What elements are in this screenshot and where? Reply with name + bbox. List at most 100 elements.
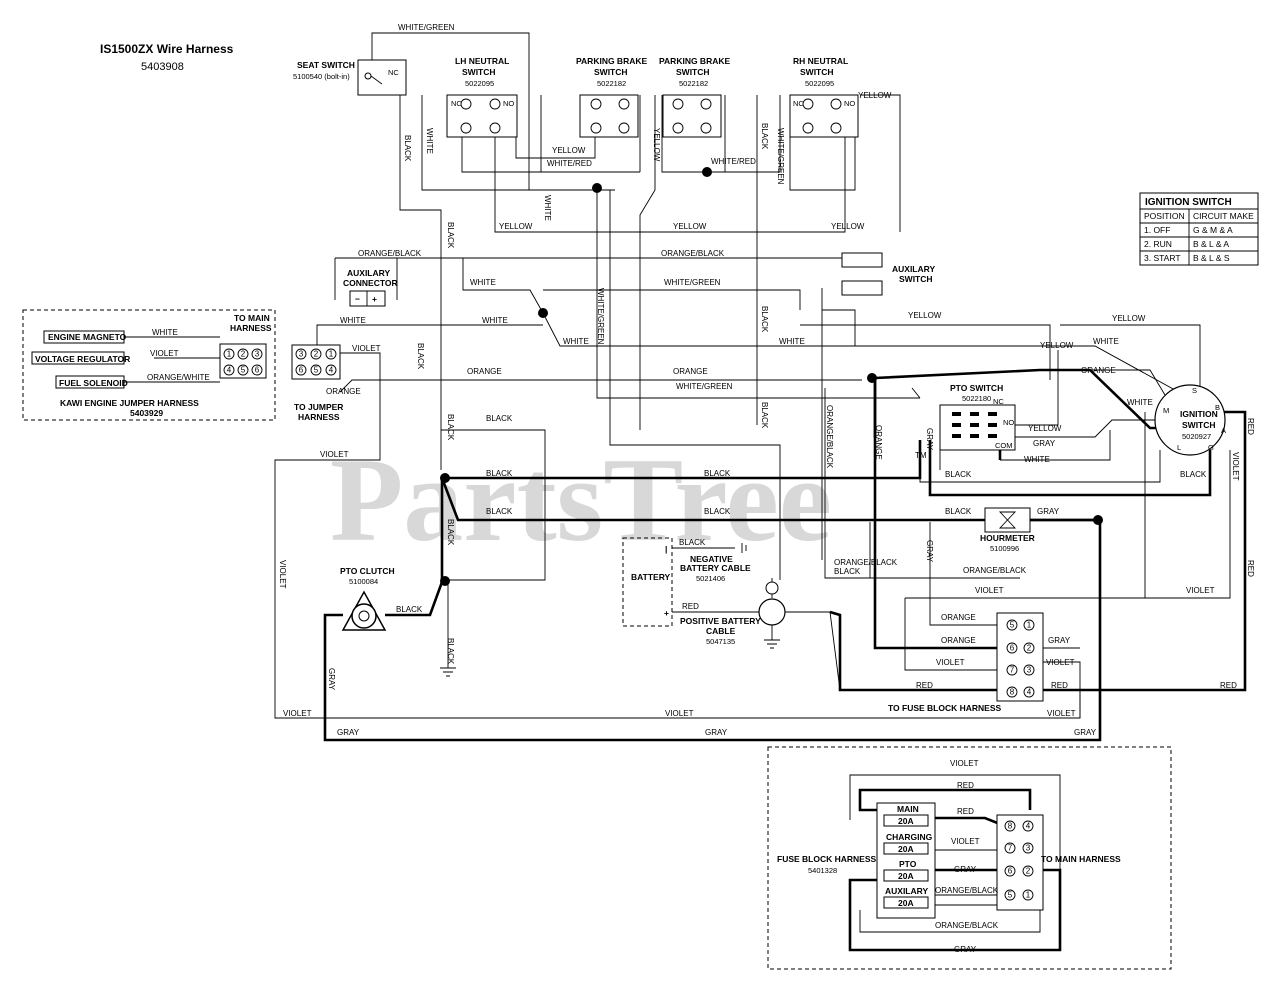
svg-text:WHITE/GREEN: WHITE/GREEN (596, 288, 605, 345)
svg-text:6: 6 (299, 366, 304, 375)
svg-text:BLACK: BLACK (760, 306, 769, 333)
parking-brake-switch-1: PARKING BRAKE SWITCH 5022182 (576, 56, 647, 138)
svg-text:LH NEUTRAL: LH NEUTRAL (455, 56, 509, 66)
svg-text:WHITE: WHITE (1093, 337, 1119, 346)
svg-text:20A: 20A (898, 871, 914, 881)
svg-text:2: 2 (314, 350, 319, 359)
svg-text:FUEL SOLENOID: FUEL SOLENOID (59, 378, 128, 388)
svg-text:WHITE/GREEN: WHITE/GREEN (676, 382, 733, 391)
svg-text:CABLE: CABLE (706, 626, 736, 636)
svg-text:ORANGE: ORANGE (467, 367, 502, 376)
svg-text:POSITIVE BATTERY: POSITIVE BATTERY (680, 616, 761, 626)
svg-text:RED: RED (1051, 681, 1068, 690)
kawi-jumper-harness: ENGINE MAGNETO VOLTAGE REGULATOR FUEL SO… (22, 309, 276, 421)
svg-text:4: 4 (1027, 688, 1032, 697)
svg-text:−: − (355, 294, 360, 304)
svg-text:GRAY: GRAY (337, 728, 360, 737)
svg-text:20A: 20A (898, 844, 914, 854)
fuse-block-harness: MAIN 20A CHARGING 20A PTO 20A AUXILARY 2… (767, 746, 1172, 970)
svg-text:YELLOW: YELLOW (499, 222, 533, 231)
svg-text:VIOLET: VIOLET (936, 658, 965, 667)
svg-text:GRAY: GRAY (954, 945, 977, 954)
auxilary-connector: − + AUXILARY CONNECTOR (343, 268, 398, 307)
svg-text:5: 5 (1010, 621, 1015, 630)
svg-text:TO FUSE BLOCK HARNESS: TO FUSE BLOCK HARNESS (888, 703, 1002, 713)
svg-text:MAIN: MAIN (897, 804, 919, 814)
svg-text:ORANGE/BLACK: ORANGE/BLACK (661, 249, 725, 258)
svg-text:VIOLET: VIOLET (278, 560, 287, 589)
svg-text:VIOLET: VIOLET (950, 759, 979, 768)
svg-text:VIOLET: VIOLET (1046, 658, 1075, 667)
svg-text:5022180: 5022180 (962, 394, 991, 403)
svg-text:5: 5 (241, 366, 246, 375)
junctions (440, 167, 1103, 586)
svg-text:TO MAIN HARNESS: TO MAIN HARNESS (1041, 854, 1121, 864)
svg-text:WHITE: WHITE (482, 316, 508, 325)
svg-text:5403929: 5403929 (130, 408, 163, 418)
svg-text:BLACK: BLACK (403, 135, 412, 162)
svg-text:SWITCH: SWITCH (899, 274, 933, 284)
svg-text:WHITE/GREEN: WHITE/GREEN (664, 278, 721, 287)
battery: BATTERY | + NEGATIVE BATTERY CABLE 50214… (622, 537, 786, 646)
seat-switch-part: 5100540 (bolt-in) (293, 72, 350, 81)
svg-text:5: 5 (1008, 891, 1013, 900)
svg-text:7: 7 (1008, 844, 1013, 853)
svg-text:BLACK: BLACK (446, 414, 455, 441)
svg-text:BLACK: BLACK (1180, 470, 1207, 479)
svg-text:VIOLET: VIOLET (1231, 452, 1240, 481)
svg-text:ORANGE: ORANGE (1081, 366, 1116, 375)
svg-text:B & L & S: B & L & S (1193, 253, 1230, 263)
svg-text:WHITE: WHITE (425, 128, 434, 154)
svg-text:BLACK: BLACK (945, 507, 972, 516)
svg-text:GRAY: GRAY (925, 428, 934, 451)
svg-text:AUXILARY: AUXILARY (885, 886, 928, 896)
svg-text:GRAY: GRAY (327, 668, 336, 691)
svg-text:5020927: 5020927 (1182, 432, 1211, 441)
svg-text:VIOLET: VIOLET (1047, 709, 1076, 718)
svg-text:RED: RED (957, 781, 974, 790)
watermark: PartsTree (330, 433, 832, 566)
svg-text:BLACK: BLACK (760, 402, 769, 429)
svg-text:ORANGE: ORANGE (941, 636, 976, 645)
svg-text:GRAY: GRAY (705, 728, 728, 737)
svg-text:BLACK: BLACK (446, 222, 455, 249)
svg-text:TO MAIN: TO MAIN (234, 313, 270, 323)
svg-text:CIRCUIT MAKE: CIRCUIT MAKE (1193, 211, 1254, 221)
svg-text:A: A (1221, 426, 1226, 435)
ignition-switch: S B M A L G IGNITION SWITCH 5020927 (1154, 384, 1226, 456)
svg-text:SWITCH: SWITCH (594, 67, 628, 77)
svg-text:CONNECTOR: CONNECTOR (343, 278, 398, 288)
svg-text:4: 4 (1026, 822, 1031, 831)
svg-text:SWITCH: SWITCH (800, 67, 834, 77)
svg-text:YELLOW: YELLOW (652, 128, 661, 162)
svg-text:BLACK: BLACK (834, 567, 861, 576)
svg-text:GRAY: GRAY (1074, 728, 1097, 737)
seat-switch: NC SEAT SWITCH 5100540 (bolt-in) (293, 59, 407, 96)
svg-text:3. START: 3. START (1144, 253, 1181, 263)
svg-text:PTO SWITCH: PTO SWITCH (950, 383, 1003, 393)
svg-text:WHITE: WHITE (1127, 398, 1153, 407)
svg-text:BLACK: BLACK (704, 507, 731, 516)
svg-text:7: 7 (1010, 666, 1015, 675)
svg-text:AUXILARY: AUXILARY (892, 264, 935, 274)
svg-text:RED: RED (916, 681, 933, 690)
svg-text:YELLOW: YELLOW (858, 91, 892, 100)
svg-text:8: 8 (1008, 822, 1013, 831)
svg-text:GRAY: GRAY (1033, 439, 1056, 448)
lh-neutral-switch: NC NO LH NEUTRAL SWITCH 5022095 (446, 56, 518, 138)
svg-text:YELLOW: YELLOW (1040, 341, 1074, 350)
svg-text:2: 2 (241, 350, 246, 359)
svg-text:POSITION: POSITION (1144, 211, 1185, 221)
svg-text:CHARGING: CHARGING (886, 832, 933, 842)
svg-text:SWITCH: SWITCH (1182, 420, 1216, 430)
svg-text:AUXILARY: AUXILARY (347, 268, 390, 278)
svg-text:ORANGE: ORANGE (941, 613, 976, 622)
svg-text:WHITE/GREEN: WHITE/GREEN (776, 128, 785, 185)
thin-wires (124, 32, 1231, 933)
svg-text:5100996: 5100996 (990, 544, 1019, 553)
svg-text:WHITE: WHITE (543, 195, 552, 221)
parking-brake-switch-2: PARKING BRAKE SWITCH 5022182 (659, 56, 730, 138)
svg-text:20A: 20A (898, 898, 914, 908)
page-part-number: 5403908 (141, 61, 184, 73)
svg-text:1: 1 (1026, 891, 1031, 900)
